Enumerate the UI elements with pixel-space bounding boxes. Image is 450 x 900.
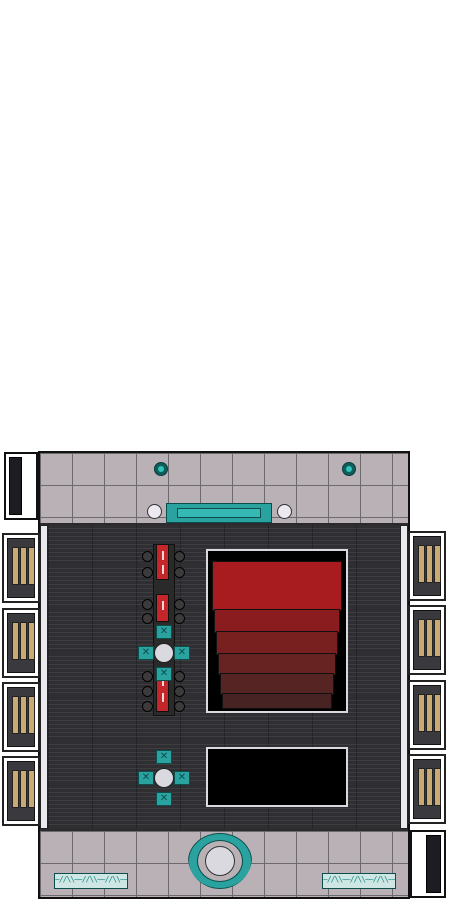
left-side-unit[interactable] <box>2 608 40 678</box>
lamp-right[interactable] <box>277 504 292 519</box>
chair[interactable] <box>174 551 185 562</box>
stair-step <box>218 653 336 675</box>
round-table[interactable] <box>154 643 174 663</box>
stair-step <box>216 631 338 655</box>
console-center <box>205 846 235 876</box>
right-side-unit[interactable] <box>408 754 446 824</box>
display-screen[interactable] <box>206 747 348 807</box>
room: ✕ ✕ ✕ ✕ ✕ ✕ ✕ ✕ ~//\\~~//\\~~//\\~~ ~//\… <box>38 451 410 899</box>
chair[interactable] <box>174 686 185 697</box>
stair-step <box>220 673 334 695</box>
stair-step <box>214 609 340 633</box>
unit-bar <box>28 770 35 808</box>
left-side-unit[interactable] <box>2 682 40 752</box>
chair[interactable] <box>142 701 153 712</box>
unit-bar <box>434 768 441 806</box>
stage-stairs[interactable] <box>206 549 348 713</box>
unit-bar <box>20 547 27 585</box>
door-panel <box>9 457 22 515</box>
chair[interactable] <box>174 613 185 624</box>
stair-step <box>222 693 332 709</box>
console-pad[interactable]: ✕ <box>138 646 154 660</box>
unit-bar <box>418 768 425 806</box>
round-console[interactable] <box>188 833 252 889</box>
chair[interactable] <box>174 671 185 682</box>
right-side-unit[interactable] <box>408 680 446 750</box>
table-slab-1[interactable] <box>156 544 169 580</box>
left-side-unit[interactable] <box>2 533 40 603</box>
round-table[interactable] <box>154 768 174 788</box>
console-pad[interactable]: ✕ <box>156 625 172 639</box>
left-top-door[interactable] <box>4 452 38 520</box>
unit-bar <box>12 696 19 734</box>
console-pad[interactable]: ✕ <box>156 667 172 681</box>
unit-bar <box>20 696 27 734</box>
table-slab-2[interactable] <box>156 594 169 622</box>
right-wall-strip <box>400 525 408 829</box>
unit-bar <box>12 547 19 585</box>
chair[interactable] <box>142 686 153 697</box>
right-side-unit[interactable] <box>408 531 446 601</box>
unit-bar <box>434 619 441 657</box>
bench-seat <box>177 508 261 518</box>
console-pad[interactable]: ✕ <box>174 771 190 785</box>
stair-step <box>212 561 342 611</box>
console-cluster-1[interactable]: ✕ ✕ ✕ ✕ <box>136 625 192 681</box>
unit-bar <box>12 770 19 808</box>
planter-left: ~//\\~~//\\~~//\\~~ <box>54 873 128 889</box>
lamp-left[interactable] <box>147 504 162 519</box>
chair[interactable] <box>174 701 185 712</box>
unit-panel <box>7 538 35 598</box>
unit-panel <box>413 536 441 596</box>
unit-bar <box>434 545 441 583</box>
unit-bar <box>12 622 19 660</box>
unit-bar <box>28 696 35 734</box>
unit-panel <box>7 761 35 821</box>
plant-right[interactable] <box>342 462 356 476</box>
chair[interactable] <box>174 599 185 610</box>
left-side-unit[interactable] <box>2 756 40 826</box>
chair[interactable] <box>142 671 153 682</box>
unit-bar <box>418 619 425 657</box>
unit-panel <box>413 685 441 745</box>
unit-panel <box>413 759 441 819</box>
unit-panel <box>7 687 35 747</box>
unit-bar <box>426 694 433 732</box>
unit-bar <box>426 768 433 806</box>
plant-left[interactable] <box>154 462 168 476</box>
unit-bar <box>418 545 425 583</box>
door-panel <box>426 835 441 893</box>
unit-panel <box>7 613 35 673</box>
unit-panel <box>413 610 441 670</box>
unit-bar <box>28 622 35 660</box>
chair[interactable] <box>142 613 153 624</box>
console-pad[interactable]: ✕ <box>174 646 190 660</box>
unit-bar <box>418 694 425 732</box>
chair[interactable] <box>142 567 153 578</box>
unit-bar <box>426 619 433 657</box>
unit-bar <box>20 622 27 660</box>
unit-bar <box>28 547 35 585</box>
unit-bar <box>434 694 441 732</box>
console-pad[interactable]: ✕ <box>156 750 172 764</box>
chair[interactable] <box>142 551 153 562</box>
chair[interactable] <box>142 599 153 610</box>
console-pad[interactable]: ✕ <box>138 771 154 785</box>
console-cluster-2[interactable]: ✕ ✕ ✕ ✕ <box>136 750 192 806</box>
right-bottom-door[interactable] <box>410 830 446 898</box>
left-wall-strip <box>40 525 48 829</box>
bench[interactable] <box>166 503 272 523</box>
console-pad[interactable]: ✕ <box>156 792 172 806</box>
unit-bar <box>426 545 433 583</box>
right-side-unit[interactable] <box>408 605 446 675</box>
unit-bar <box>20 770 27 808</box>
planter-right: ~//\\~~//\\~~//\\~~ <box>322 873 396 889</box>
chair[interactable] <box>174 567 185 578</box>
